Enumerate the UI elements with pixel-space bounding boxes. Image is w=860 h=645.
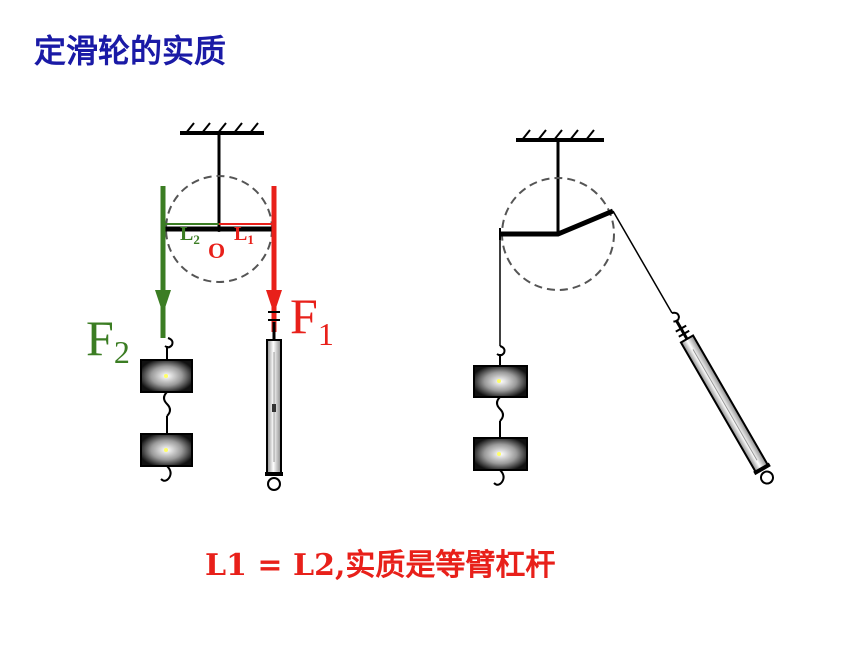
weights-left: [140, 337, 193, 482]
lever-arm-right: [500, 208, 614, 237]
f2-subscript: 2: [114, 334, 130, 370]
f1-label: F1: [290, 288, 334, 352]
pivot-point: [216, 226, 222, 232]
l1-label: L1: [234, 223, 254, 247]
ceiling-right: [516, 129, 604, 142]
f1-arrow: [266, 290, 282, 314]
l2-subscript: 2: [193, 232, 200, 247]
left-diagram: [140, 122, 283, 491]
page-title: 定滑轮的实质: [34, 32, 227, 70]
right-diagram: [473, 129, 774, 486]
weight-block: [140, 433, 193, 467]
l1-subscript: 1: [247, 232, 254, 247]
conclusion-text: L1 = L2,实质是等臂杠杆: [205, 548, 556, 583]
f1-subscript: 1: [318, 316, 334, 352]
l1-letter: L: [234, 223, 247, 245]
f1-letter: F: [290, 288, 318, 344]
pivot-label: O: [208, 238, 225, 263]
weight-block: [473, 437, 528, 471]
f2-label: F2: [86, 310, 130, 370]
f2-letter: F: [86, 310, 114, 366]
l2-letter: L: [180, 223, 193, 245]
spring-scale-right: [671, 311, 774, 485]
spring-scale-left: [265, 322, 283, 491]
f2-arrow: [155, 290, 171, 314]
l2-label: L2: [180, 223, 200, 247]
ceiling-left: [180, 122, 264, 135]
weights-right: [473, 345, 528, 486]
rope-right-angled: [612, 210, 673, 314]
